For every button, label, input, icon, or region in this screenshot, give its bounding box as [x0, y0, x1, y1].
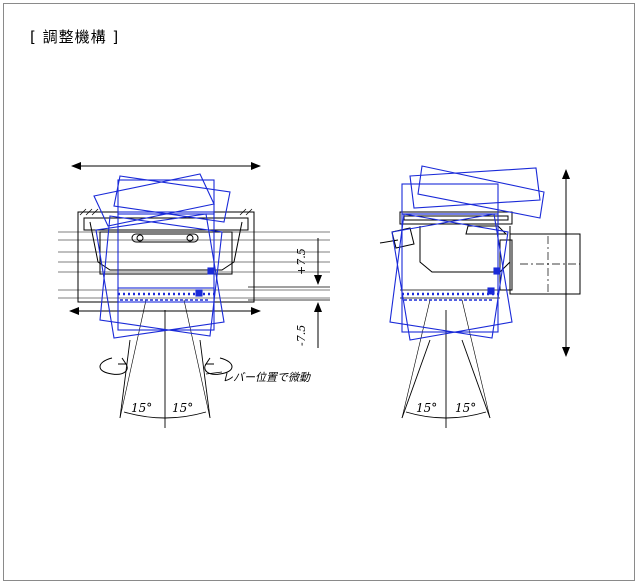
front-angle-left: 15° [131, 401, 152, 415]
slot-screw-right [186, 234, 194, 242]
angle-arc [123, 411, 207, 419]
adjust-slot [131, 233, 199, 243]
side-angle-right: 15° [455, 401, 476, 415]
drawing-frame [3, 3, 635, 581]
slot-screw-left [136, 234, 144, 242]
top-plate [83, 217, 249, 231]
plus-offset-label: +7.5 [295, 248, 308, 275]
side-view-drawing [379, 169, 581, 428]
side-angle-arc [405, 411, 487, 419]
hatch-marks [79, 208, 253, 216]
page-title: [ 調整機構 ] [30, 28, 120, 46]
lever-fine-adjust-note: レバー位置で微動 [222, 371, 311, 384]
housing-outline [89, 221, 243, 271]
rotate-right-arrow [204, 357, 233, 375]
side-adjust-overlay [389, 165, 545, 341]
front-angle-right: 15° [172, 401, 193, 415]
rotate-left-arrow [99, 357, 128, 375]
side-top-plate [399, 211, 513, 225]
minus-offset-label: -7.5 [295, 325, 308, 346]
front-adjust-overlay [93, 173, 231, 339]
side-angle-left: 15° [416, 401, 437, 415]
side-housing [419, 226, 511, 273]
